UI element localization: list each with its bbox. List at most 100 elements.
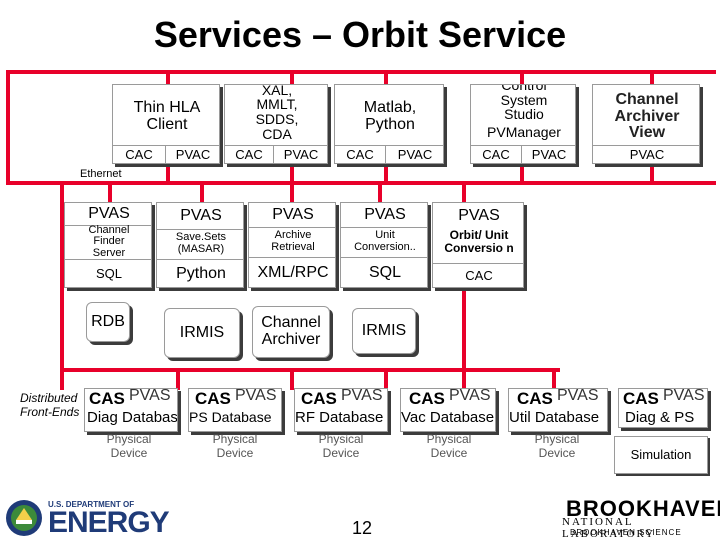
- front-end-cas: CAS: [301, 389, 337, 408]
- front-end-database: Diag Database: [87, 409, 178, 426]
- server-pvas: PVAS: [272, 205, 314, 223]
- front-end-diag: CAS PVAS Diag Database: [84, 388, 178, 432]
- client-protocol-cac: CAC: [125, 147, 153, 163]
- server-pvas: PVAS: [88, 204, 130, 222]
- ethernet-label: Ethernet: [80, 168, 122, 180]
- server-service: Save.Sets (MASAR): [175, 231, 227, 255]
- front-end-database: Util Database: [509, 409, 600, 426]
- server-channel-finder: PVAS Channel Finder Server SQL: [64, 202, 152, 288]
- client-connector: [650, 70, 654, 84]
- client-protocol-cac: CAC: [235, 147, 263, 163]
- bnl-tagline: BROOKHAVEN SCIENCE ASSOCIATES: [570, 528, 682, 537]
- front-end-cas: CAS: [89, 389, 125, 408]
- front-end-cas: CAS: [517, 389, 553, 408]
- front-end-pvas: PVAS: [557, 388, 599, 404]
- client-name: Channel Archiver View: [614, 90, 680, 142]
- front-end-database: Vac Database: [401, 409, 495, 426]
- client-protocol-cac: CAC: [346, 147, 374, 163]
- front-end-cas: CAS: [409, 389, 445, 408]
- client-connector: [290, 162, 294, 182]
- client-protocol-cac: CAC: [482, 147, 510, 163]
- server-connector: [108, 181, 112, 203]
- client-connector: [384, 162, 388, 182]
- client-protocol-pvac: PVAC: [629, 147, 665, 163]
- server-unit-conversion: PVAS Unit Conversion.. SQL: [340, 202, 428, 288]
- front-end-cas: CAS: [623, 389, 659, 408]
- page-number: 12: [352, 518, 373, 538]
- front-end-database: Diag & PS: [625, 409, 695, 426]
- bnl-logo: BROOKHAVEN NATIONAL LABORATORY BROOKHAVE…: [556, 496, 720, 540]
- client-thin-hla: Thin HLA Client CAC PVAC: [112, 84, 220, 164]
- front-end-simulation: CAS PVAS Diag & PS: [618, 388, 708, 428]
- page-title: Services – Orbit Service: [153, 14, 567, 55]
- front-end-pvas: PVAS: [663, 388, 705, 404]
- server-connector: [200, 181, 204, 203]
- server-orbit: PVAS Orbit/ Unit Conversio n CAC: [432, 202, 524, 288]
- server-connector: [290, 181, 294, 203]
- simulation-box: Simulation: [614, 436, 708, 474]
- front-end-database: PS Database: [189, 409, 272, 425]
- bnl-name: BROOKHAVEN: [566, 496, 720, 521]
- doe-label-name: ENERGY: [48, 506, 170, 539]
- front-end-util: CAS PVAS Util Database: [508, 388, 608, 432]
- client-bus-line: [6, 70, 716, 74]
- server-language: SQL: [368, 263, 401, 281]
- server-language: SQL: [95, 266, 122, 282]
- server-pvas: PVAS: [180, 206, 222, 224]
- front-end-connector: [552, 370, 556, 390]
- backend-irmis: IRMIS: [164, 308, 240, 358]
- client-protocol-pvac: PVAC: [175, 147, 211, 163]
- front-end-connector: [384, 370, 388, 390]
- server-archive-retrieval: PVAS Archive Retrieval XML/RPC: [248, 202, 336, 288]
- client-subname: PVManager: [487, 123, 561, 140]
- distributed-label-line: Front-Ends: [20, 404, 80, 419]
- front-end-ps: CAS PVAS PS Database: [188, 388, 282, 432]
- client-name: Matlab, Python: [363, 99, 417, 133]
- client-name: XAL, MMLT, SDDS, CDA: [255, 84, 299, 142]
- bnl-subtitle: NATIONAL LABORATORY: [562, 516, 656, 540]
- left-bus-riser: [6, 70, 10, 185]
- client-archiver-view: Channel Archiver View PVAC: [592, 84, 700, 164]
- client-css: Control System Studio PVManager CAC PVAC: [470, 84, 576, 164]
- front-end-pvas: PVAS: [129, 388, 171, 404]
- server-service: Unit Conversion..: [354, 229, 416, 253]
- front-end-connector: [176, 370, 180, 390]
- server-language: Python: [176, 264, 226, 282]
- backend-rdb: RDB: [86, 302, 130, 342]
- backend-channel-archiver: Channel Archiver: [252, 306, 330, 358]
- server-language: CAC: [465, 268, 493, 284]
- front-end-pvas: PVAS: [341, 388, 383, 404]
- front-end-database: RF Database: [295, 409, 384, 426]
- front-end-pvas: PVAS: [235, 388, 277, 404]
- ethernet-bus-line: [6, 181, 716, 185]
- client-protocol-pvac: PVAC: [531, 147, 567, 163]
- client-connector: [166, 70, 170, 84]
- front-end-cas: CAS: [195, 389, 231, 408]
- doe-seal-icon: [6, 500, 42, 536]
- client-xal: XAL, MMLT, SDDS, CDA CAC PVAC: [224, 84, 328, 164]
- client-connector: [166, 162, 170, 182]
- distributed-label-line: Distributed: [20, 391, 78, 405]
- server-connector: [378, 181, 382, 203]
- server-service: Channel Finder Server: [88, 225, 130, 259]
- server-service: Archive Retrieval: [271, 229, 315, 253]
- physical-device: Physical Device: [212, 432, 258, 461]
- physical-device: Physical Device: [106, 432, 152, 461]
- server-language: XML/RPC: [257, 263, 329, 281]
- client-name: Control System Studio: [500, 84, 548, 123]
- client-connector: [520, 162, 524, 182]
- client-matlab: Matlab, Python CAC PVAC: [334, 84, 444, 164]
- front-end-vac: CAS PVAS Vac Database: [400, 388, 496, 432]
- distributed-label: Distributed Front-Ends: [20, 391, 80, 420]
- client-protocol-pvac: PVAC: [283, 147, 319, 163]
- server-service: Orbit/ Unit Conversio n: [444, 228, 514, 255]
- server-pvas: PVAS: [364, 205, 406, 223]
- server-save-sets: PVAS Save.Sets (MASAR) Python: [156, 202, 244, 288]
- front-end-bus-line: [60, 368, 560, 372]
- front-end-bus-riser: [60, 181, 64, 390]
- client-name: Thin HLA Client: [133, 99, 201, 133]
- doe-logo: U.S. DEPARTMENT OF ENERGY: [4, 496, 170, 540]
- client-connector: [384, 70, 388, 84]
- physical-device: Physical Device: [318, 432, 364, 461]
- front-end-pvas: PVAS: [449, 388, 491, 404]
